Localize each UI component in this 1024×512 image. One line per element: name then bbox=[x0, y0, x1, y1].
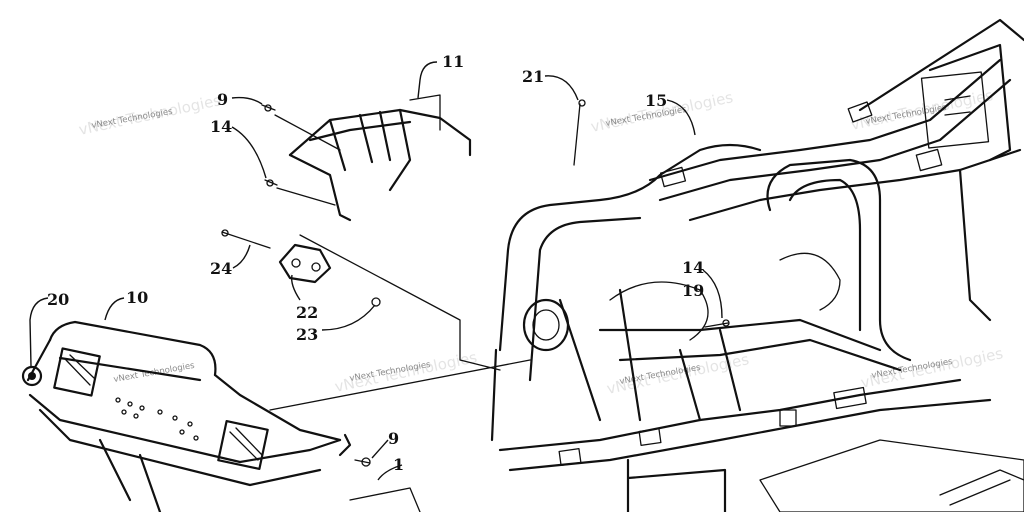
front-grille-guard bbox=[26, 320, 531, 512]
callout-11: 11 bbox=[442, 52, 464, 71]
callout-14: 14 bbox=[210, 117, 232, 136]
callout-9: 9 bbox=[388, 429, 399, 448]
leader-lines bbox=[29, 61, 723, 481]
callout-1: 1 bbox=[393, 455, 404, 474]
callout-labels: 11 9 14 21 15 24 22 23 14 19 20 10 9 1 bbox=[47, 52, 704, 474]
callout-21: 21 bbox=[522, 67, 544, 86]
bracket-part-22 bbox=[278, 234, 501, 371]
fasteners bbox=[221, 99, 730, 467]
callout-14: 14 bbox=[682, 258, 704, 277]
callout-22: 22 bbox=[296, 303, 318, 322]
main-frame bbox=[490, 18, 1024, 512]
callout-20: 20 bbox=[47, 290, 69, 309]
bracket-part-11 bbox=[288, 94, 472, 222]
callout-9: 9 bbox=[217, 90, 228, 109]
callout-23: 23 bbox=[296, 325, 318, 344]
callout-24: 24 bbox=[210, 259, 232, 278]
callout-19: 19 bbox=[682, 281, 704, 300]
callout-10: 10 bbox=[126, 288, 148, 307]
callout-15: 15 bbox=[645, 91, 667, 110]
fitting-part-20 bbox=[21, 365, 43, 387]
